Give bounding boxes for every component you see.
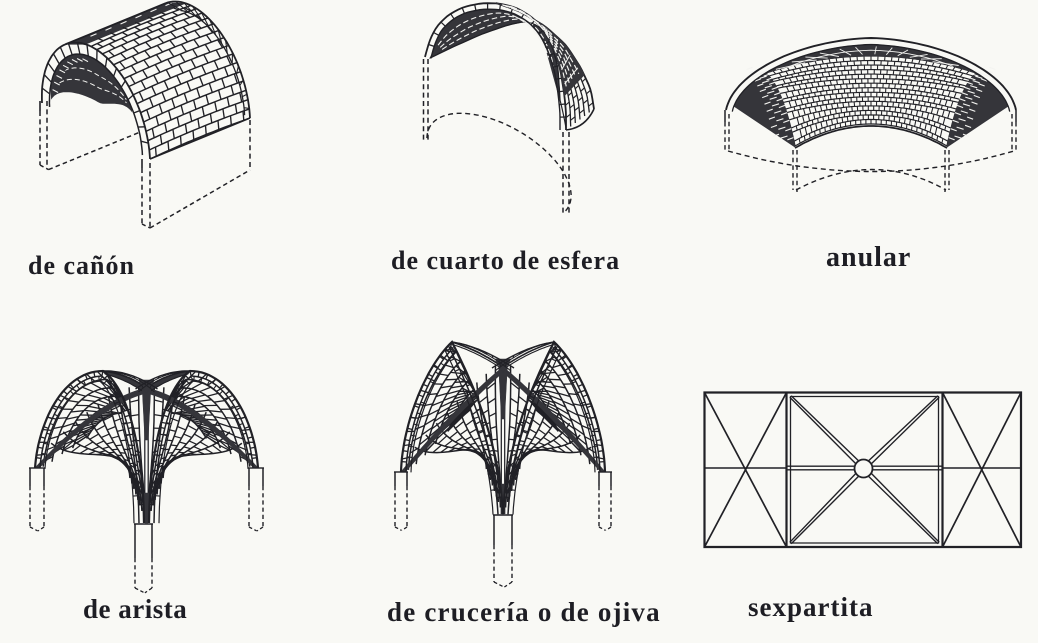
svg-text:de crucería o de ojiva: de crucería o de ojiva [387, 597, 661, 627]
svg-text:anular: anular [826, 242, 911, 273]
svg-text:de cañón: de cañón [28, 251, 135, 280]
svg-text:de cuarto de esfera: de cuarto de esfera [391, 246, 620, 275]
svg-text:sexpartita: sexpartita [748, 592, 873, 622]
svg-text:de arista: de arista [83, 594, 187, 624]
